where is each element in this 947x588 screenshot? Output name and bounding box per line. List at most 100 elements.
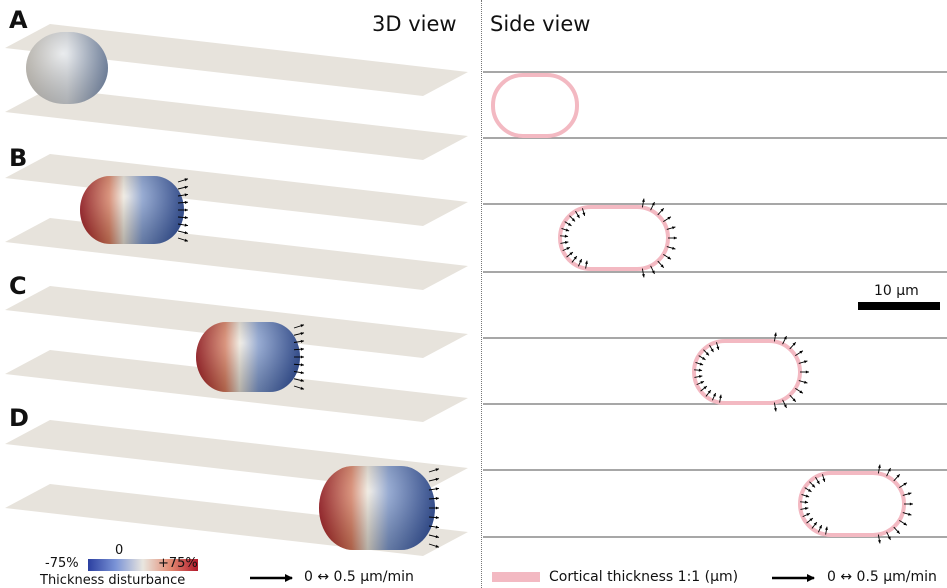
velocity-arrowhead: [908, 512, 912, 516]
cell-side-d: [798, 471, 906, 537]
velocity-arrowhead: [300, 347, 304, 351]
velocity-arrowhead: [703, 386, 707, 390]
view-divider: [481, 0, 482, 588]
velocity-arrowhead: [811, 484, 816, 488]
velocity-arrowhead: [582, 212, 586, 216]
velocity-arrowhead: [887, 468, 891, 472]
velocity-arrowhead: [773, 408, 777, 412]
velocity-arrowhead: [584, 260, 588, 265]
velocity-arrowhead: [705, 352, 710, 356]
velocity-arrowhead: [909, 502, 913, 506]
arrow-field-side: [560, 198, 913, 544]
velocity-arrowhead: [300, 378, 304, 382]
plate-a-bottom: [5, 88, 468, 160]
velocity-arrowhead: [435, 544, 439, 548]
velocity-arrowhead: [660, 208, 664, 212]
velocity-arrowhead: [700, 381, 704, 385]
velocity-arrowhead: [805, 494, 810, 498]
cell-side-b: [558, 205, 670, 271]
cortical-thickness-legend: Cortical thickness 1:1 (µm): [549, 569, 739, 585]
plate-b-top: [5, 154, 468, 226]
velocity-arrowhead: [667, 216, 671, 220]
velocity-arrowhead: [712, 393, 716, 397]
velocity-arrowhead: [908, 492, 912, 496]
velocity-arrowhead: [184, 238, 188, 242]
velocity-arrowhead: [651, 270, 655, 274]
velocity-arrowhead: [184, 178, 188, 182]
cortical-thickness-swatch: [492, 572, 540, 582]
velocity-arrowhead: [896, 530, 900, 534]
velocity-arrowhead: [808, 488, 812, 492]
colorbar-max-label: +75%: [158, 556, 198, 571]
panel-label-c: C: [9, 272, 27, 300]
velocity-arrowhead: [799, 390, 803, 394]
colorbar-title: Thickness disturbance: [40, 573, 186, 588]
velocity-arrowhead: [651, 202, 655, 206]
velocity-arrowhead: [806, 513, 810, 517]
panel-label-b: B: [9, 144, 28, 172]
velocity-arrowhead: [903, 522, 907, 526]
colorbar: -75% 0 +75% Thickness disturbance: [40, 543, 230, 588]
velocity-arrowhead: [564, 241, 569, 245]
cell-side-a: [491, 73, 579, 138]
velocity-arrowhead: [804, 500, 809, 504]
arrow-legend-left-label: 0 ↔ 0.5 µm/min: [304, 569, 414, 585]
velocity-arrowhead: [184, 216, 188, 220]
arrow-legend-right-label: 0 ↔ 0.5 µm/min: [827, 569, 937, 585]
velocity-arrowhead: [435, 477, 439, 481]
velocity-arrowhead: [792, 398, 796, 402]
velocity-arrowhead: [804, 507, 809, 511]
velocity-arrowhead: [641, 198, 645, 202]
velocity-arrowhead: [435, 525, 439, 529]
velocity-arrowhead: [813, 522, 817, 526]
velocity-arrowhead: [184, 185, 188, 189]
velocity-arrowhead: [804, 360, 808, 364]
title-side-view: Side view: [490, 12, 591, 36]
velocity-arrowhead: [707, 390, 711, 394]
velocity-arrowhead: [783, 404, 787, 408]
velocity-arrowhead: [300, 324, 304, 328]
velocity-arrowhead: [783, 336, 787, 340]
velocity-arrowhead: [565, 228, 570, 232]
title-3d-view: 3D view: [372, 12, 457, 36]
scale-bar-label: 10 µm: [874, 283, 919, 299]
velocity-arrowhead: [698, 375, 703, 379]
velocity-arrowhead: [792, 342, 796, 346]
velocity-arrowhead: [660, 264, 664, 268]
velocity-arrowhead: [877, 464, 881, 468]
arrow-field-3d: [177, 178, 440, 548]
velocity-arrowhead: [300, 355, 304, 359]
velocity-arrowhead: [435, 506, 439, 510]
velocity-arrowhead: [672, 226, 676, 230]
cell-3d-b: [80, 176, 184, 244]
velocity-arrowhead: [571, 218, 576, 222]
velocity-arrowhead: [824, 526, 828, 531]
velocity-arrowhead: [716, 346, 720, 350]
velocity-arrowhead: [576, 214, 580, 219]
velocity-arrowhead: [184, 231, 188, 235]
colorbar-min-label: -75%: [45, 556, 79, 571]
velocity-arrowhead: [718, 394, 722, 399]
velocity-arrowhead: [435, 496, 439, 500]
colorbar-gradient: [88, 559, 198, 571]
cell-3d-c: [196, 322, 300, 392]
velocity-arrowhead: [903, 482, 907, 486]
velocity-arrowhead: [818, 525, 822, 529]
velocity-arrowhead: [702, 356, 706, 360]
velocity-arrowhead: [804, 380, 808, 384]
plate-b-bottom: [5, 218, 468, 290]
velocity-arrowhead: [184, 208, 188, 212]
velocity-arrowhead: [699, 362, 704, 366]
cell-3d-d: [319, 466, 435, 550]
velocity-arrowhead: [435, 487, 439, 491]
velocity-arrowhead: [816, 480, 820, 485]
velocity-arrowhead: [564, 234, 569, 238]
velocity-arrowhead: [673, 236, 677, 240]
scale-bar: [858, 302, 940, 310]
panel-label-a: A: [9, 6, 28, 34]
velocity-arrowhead: [300, 363, 304, 367]
velocity-arrowhead: [568, 222, 572, 226]
velocity-arrowhead: [896, 474, 900, 478]
